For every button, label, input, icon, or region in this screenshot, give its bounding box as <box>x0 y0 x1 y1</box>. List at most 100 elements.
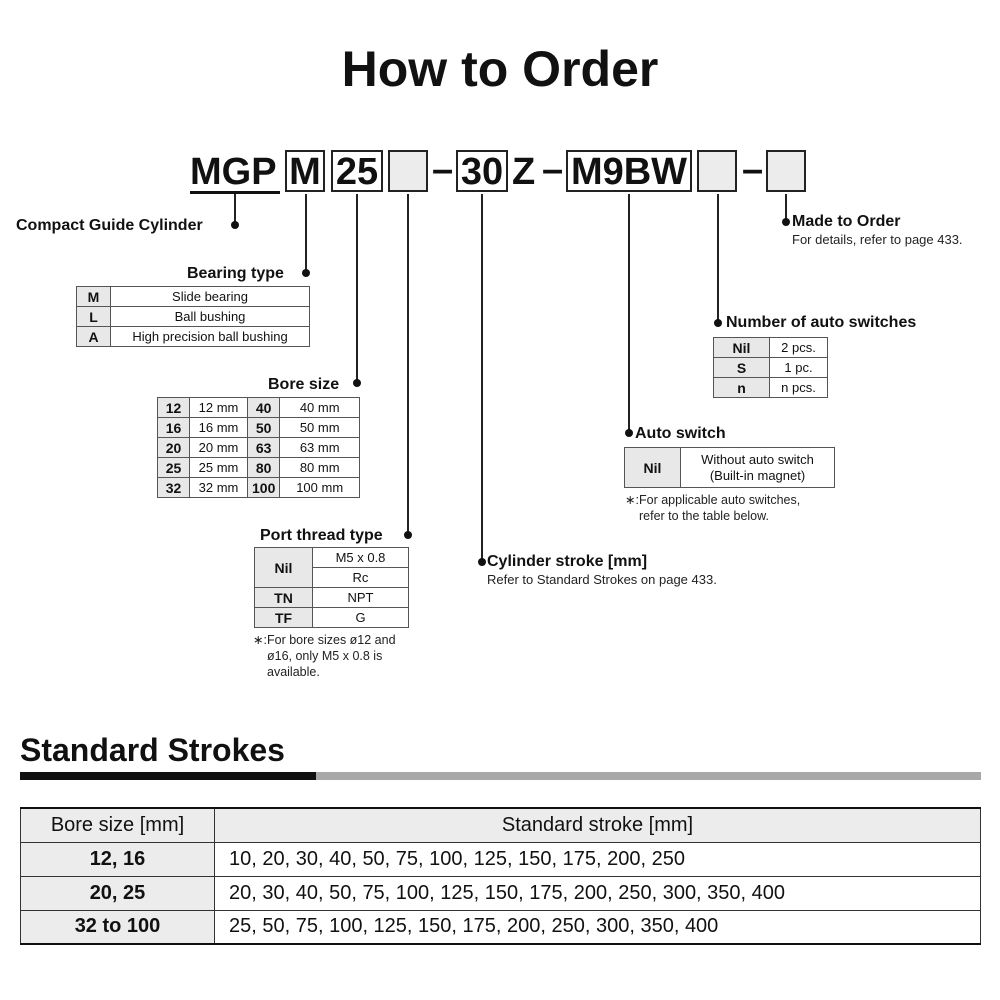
table-row: 12, 16 10, 20, 30, 40, 50, 75, 100, 125,… <box>20 841 981 877</box>
port-thread-label: Port thread type <box>260 527 383 544</box>
table-row: TN NPT <box>254 587 409 608</box>
standard-strokes-table: Bore size [mm] Standard stroke [mm] 12, … <box>20 807 981 945</box>
cylinder-stroke-sub: Refer to Standard Strokes on page 433. <box>487 572 717 587</box>
bearing-code: M <box>76 286 111 307</box>
cylinder-stroke-label: Cylinder stroke [mm] <box>487 553 648 570</box>
bearing-type-label: Bearing type <box>187 265 284 282</box>
auto-switch-desc-line: (Built-in magnet) <box>709 467 806 483</box>
bore-code: 12 <box>157 397 190 418</box>
port-value: M5 x 0.8 <box>312 547 409 568</box>
bore-code: 25 <box>157 457 190 478</box>
section-bar-light <box>316 772 981 780</box>
bore-code: 32 <box>157 477 190 498</box>
port-code-tn: TN <box>254 587 313 608</box>
table-row: Nil Without auto switch (Built-in magnet… <box>624 447 835 488</box>
table-row: Rc <box>255 567 409 588</box>
bearing-desc: High precision ball bushing <box>110 326 310 347</box>
prefix-underline <box>190 191 280 194</box>
code-dash-3: – <box>742 149 764 191</box>
leader-num-switches <box>717 194 719 322</box>
auto-switch-note: ∗: For applicable auto switches, refer t… <box>625 492 845 524</box>
header-bore-size: Bore size [mm] <box>20 807 215 843</box>
leader-made-to-order <box>785 194 787 222</box>
standard-strokes-title: Standard Strokes <box>20 732 285 768</box>
bearing-desc: Slide bearing <box>110 286 310 307</box>
port-code-nil: Nil <box>254 547 313 588</box>
port-value: NPT <box>312 587 409 608</box>
leader-dot-compact-guide <box>231 221 239 229</box>
num-switches-label: Number of auto switches <box>726 314 917 331</box>
table-row: 32 to 100 25, 50, 75, 100, 125, 150, 175… <box>20 909 981 945</box>
leader-bore <box>356 194 358 382</box>
num-switch-desc: 2 pcs. <box>769 337 828 358</box>
table-row: S 1 pc. <box>713 357 828 378</box>
bore-code: 40 <box>246 397 281 418</box>
bore-value: 20 mm <box>189 437 248 458</box>
stroke-bore-cell: 32 to 100 <box>20 909 215 945</box>
bearing-code: L <box>76 306 111 327</box>
leader-dot-bearing <box>302 269 310 277</box>
table-row: Nil 2 pcs. <box>713 337 828 358</box>
bore-value: 32 mm <box>189 477 248 498</box>
table-row: L Ball bushing <box>76 306 310 327</box>
num-switch-code: Nil <box>713 337 770 358</box>
note-line: available. <box>267 665 320 679</box>
port-value: Rc <box>312 567 409 588</box>
leader-compact-guide <box>234 194 236 224</box>
leader-port-thread <box>407 194 409 534</box>
bore-code: 20 <box>157 437 190 458</box>
auto-switch-desc: Without auto switch (Built-in magnet) <box>680 447 835 488</box>
code-box-bore: 25 <box>331 150 383 192</box>
stroke-bore-cell: 12, 16 <box>20 841 215 877</box>
code-box-stroke: 30 <box>456 150 508 192</box>
bore-value: 50 mm <box>279 417 360 438</box>
stroke-values-cell: 25, 50, 75, 100, 125, 150, 175, 200, 250… <box>214 909 981 945</box>
bore-code: 63 <box>246 437 281 458</box>
code-box-bearing: M <box>285 150 325 192</box>
leader-dot-num-switches <box>714 319 722 327</box>
bore-size-table: 12 12 mm 40 40 mm 16 16 mm 50 50 mm 20 2… <box>157 397 360 498</box>
note-line: For bore sizes ø12 and <box>267 633 396 647</box>
table-row: 20 20 mm 63 63 mm <box>157 437 360 458</box>
table-row: 25 25 mm 80 80 mm <box>157 457 360 478</box>
port-thread-note: ∗: For bore sizes ø12 and ø16, only M5 x… <box>253 632 418 680</box>
auto-switch-label: Auto switch <box>635 425 726 442</box>
num-switch-code: S <box>713 357 770 378</box>
note-mark: ∗: <box>625 493 639 507</box>
port-thread-table: Nil M5 x 0.8 Rc TN NPT TF G <box>254 547 409 628</box>
model-prefix: MGP <box>190 151 277 193</box>
bore-value: 12 mm <box>189 397 248 418</box>
code-z: Z <box>512 151 536 193</box>
auto-switch-code: Nil <box>624 447 681 488</box>
bore-code: 100 <box>246 477 281 498</box>
bore-value: 16 mm <box>189 417 248 438</box>
leader-dot-auto-switch <box>625 429 633 437</box>
table-row: 32 32 mm 100 100 mm <box>157 477 360 498</box>
table-row: A High precision ball bushing <box>76 326 310 347</box>
code-dash-1: – <box>432 149 454 191</box>
note-line: For applicable auto switches, <box>639 493 801 507</box>
port-code-tf: TF <box>254 607 313 628</box>
bearing-type-table: M Slide bearing L Ball bushing A High pr… <box>76 286 310 347</box>
compact-guide-label: Compact Guide Cylinder <box>16 217 203 234</box>
code-box-num-switches <box>697 150 737 192</box>
bore-value: 63 mm <box>279 437 360 458</box>
leader-dot-made-to-order <box>782 218 790 226</box>
bore-code: 16 <box>157 417 190 438</box>
stroke-bore-cell: 20, 25 <box>20 875 215 911</box>
bearing-desc: Ball bushing <box>110 306 310 327</box>
auto-switch-desc-line: Without auto switch <box>701 451 814 467</box>
bore-value: 100 mm <box>279 477 360 498</box>
made-to-order-label: Made to Order <box>792 213 901 230</box>
code-box-made-to-order <box>766 150 806 192</box>
note-line: refer to the table below. <box>639 509 769 523</box>
auto-switch-table: Nil Without auto switch (Built-in magnet… <box>624 447 835 488</box>
table-row: Nil M5 x 0.8 <box>254 547 409 588</box>
bore-value: 40 mm <box>279 397 360 418</box>
num-switch-desc: n pcs. <box>769 377 828 398</box>
section-bar-dark <box>20 772 316 780</box>
leader-stroke <box>481 194 483 562</box>
bore-value: 25 mm <box>189 457 248 478</box>
leader-auto-switch <box>628 194 630 432</box>
page-title: How to Order <box>341 41 659 97</box>
